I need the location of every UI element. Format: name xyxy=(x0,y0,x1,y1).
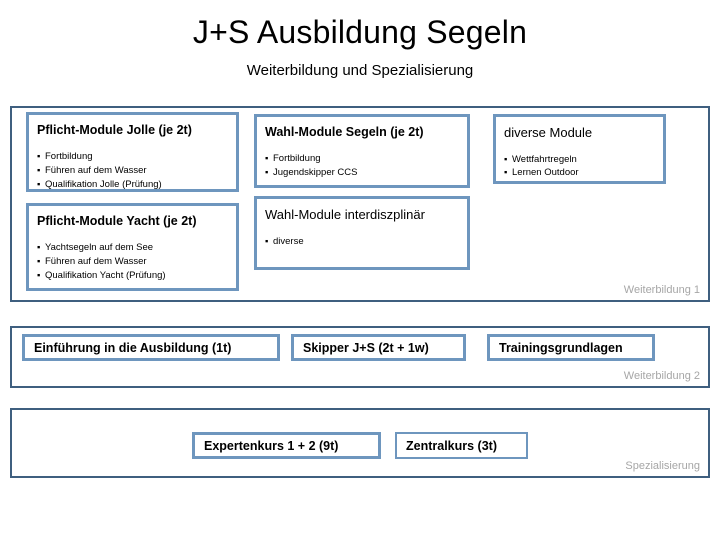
list-item-label: diverse xyxy=(273,235,304,247)
list-item-label: Führen auf dem Wasser xyxy=(45,164,147,176)
list-item: ▪ Yachtsegeln auf dem See xyxy=(37,241,228,255)
flow-box-expertenkurs[interactable]: Expertenkurs 1 + 2 (9t) xyxy=(192,432,381,459)
module-box-wahl-module-interdisziplinaer[interactable]: Wahl-Module interdiszplinär ▪ diverse xyxy=(254,196,470,270)
flow-label-einfuehrung-in-die-ausbildung: Einführung in die Ausbildung (1t) xyxy=(34,340,232,355)
list-item: ▪ diverse xyxy=(265,235,459,249)
list-item: ▪ Führen auf dem Wasser xyxy=(37,164,228,178)
bullet-icon: ▪ xyxy=(37,242,41,253)
module-title-pflicht-module-yacht: Pflicht-Module Yacht (je 2t) xyxy=(37,214,197,228)
list-item: ▪ Fortbildung xyxy=(265,152,459,166)
flow-box-einfuehrung-in-die-ausbildung[interactable]: Einführung in die Ausbildung (1t) xyxy=(22,334,280,361)
page-title: J+S Ausbildung Segeln xyxy=(192,14,528,50)
list-item: ▪ Fortbildung xyxy=(37,150,228,164)
page-subtitle: Weiterbildung und Spezialisierung xyxy=(246,62,474,79)
list-item-label: Qualifikation Jolle (Prüfung) xyxy=(45,178,162,190)
module-title-wahl-module-interdisziplinaer: Wahl-Module interdiszplinär xyxy=(265,207,425,222)
module-box-pflicht-module-yacht[interactable]: Pflicht-Module Yacht (je 2t) ▪ Yachtsegel… xyxy=(26,203,239,291)
list-item-label: Fortbildung xyxy=(273,153,321,164)
module-box-diverse-module[interactable]: diverse Module ▪ Wettfahrtregeln ▪ Lernen … xyxy=(493,114,666,184)
module-box-wahl-module-segeln[interactable]: Wahl-Module Segeln (je 2t) ▪ Fortbildung … xyxy=(254,114,470,188)
list-item-label: Lernen Outdoor xyxy=(512,167,579,179)
list-item: ▪ Jugendskipper CCS xyxy=(265,166,459,180)
bullet-icon: ▪ xyxy=(37,269,41,281)
module-list-pflicht-module-jolle: ▪ Fortbildung ▪ Führen auf dem Wasser ▪ Qua… xyxy=(37,150,228,191)
list-item: ▪ Qualifikation Yacht (Prüfung) xyxy=(37,269,228,283)
section-caption-spezialisierung: Spezialisierung xyxy=(625,460,700,472)
list-item: ▪ Wettfahrtregeln xyxy=(504,153,655,167)
section-caption-weiterbildung-2: Weiterbildung 2 xyxy=(623,370,700,382)
module-title-wahl-module-segeln: Wahl-Module Segeln (je 2t) xyxy=(265,125,424,139)
flow-label-expertenkurs: Expertenkurs 1 + 2 (9t) xyxy=(204,438,339,453)
bullet-icon: ▪ xyxy=(37,255,41,267)
list-item-label: Fortbildung xyxy=(45,151,93,162)
list-item-label: Wettfahrtregeln xyxy=(512,153,577,165)
module-list-pflicht-module-yacht: ▪ Yachtsegeln auf dem See ▪ Führen auf dem… xyxy=(37,241,228,282)
bullet-icon: ▪ xyxy=(265,153,269,164)
module-list-diverse-module: ▪ Wettfahrtregeln ▪ Lernen Outdoor xyxy=(504,153,655,181)
section-caption-weiterbildung-1: Weiterbildung 1 xyxy=(623,284,700,296)
list-item: ▪ Qualifikation Jolle (Prüfung) xyxy=(37,178,228,192)
flow-box-zentralkurs[interactable]: Zentralkurs (3t) xyxy=(395,432,528,459)
list-item-label: Jugendskipper CCS xyxy=(273,166,358,178)
bullet-icon: ▪ xyxy=(504,167,508,179)
module-box-pflicht-module-jolle[interactable]: Pflicht-Module Jolle (je 2t) ▪ Fortbildun… xyxy=(26,112,239,192)
bullet-icon: ▪ xyxy=(265,166,269,178)
bullet-icon: ▪ xyxy=(504,153,508,165)
bullet-icon: ▪ xyxy=(37,164,41,176)
list-item: ▪ Lernen Outdoor xyxy=(504,166,655,180)
list-item-label: Yachtsegeln auf dem See xyxy=(45,242,154,253)
bullet-icon: ▪ xyxy=(265,235,269,247)
module-title-pflicht-module-jolle: Pflicht-Module Jolle (je 2t) xyxy=(37,123,192,137)
module-list-wahl-module-segeln: ▪ Fortbildung ▪ Jugendskipper CCS xyxy=(265,152,459,180)
list-item-label: Qualifikation Yacht (Prüfung) xyxy=(45,269,166,281)
module-title-diverse-module: diverse Module xyxy=(504,125,593,140)
flow-label-trainingsgrundlagen: Trainingsgrundlagen xyxy=(499,340,623,355)
flow-label-zentralkurs: Zentralkurs (3t) xyxy=(406,438,497,453)
flow-label-skipper-j-plus-s: Skipper J+S (2t + 1w) xyxy=(303,340,429,355)
list-item: ▪ Führen auf dem Wasser xyxy=(37,255,228,269)
bullet-icon: ▪ xyxy=(37,151,41,162)
flow-box-skipper-j-plus-s[interactable]: Skipper J+S (2t + 1w) xyxy=(291,334,466,361)
module-list-wahl-module-interdisziplinaer: ▪ diverse xyxy=(265,235,459,249)
bullet-icon: ▪ xyxy=(37,178,41,190)
flow-box-trainingsgrundlagen[interactable]: Trainingsgrundlagen xyxy=(487,334,655,361)
list-item-label: Führen auf dem Wasser xyxy=(45,255,147,267)
